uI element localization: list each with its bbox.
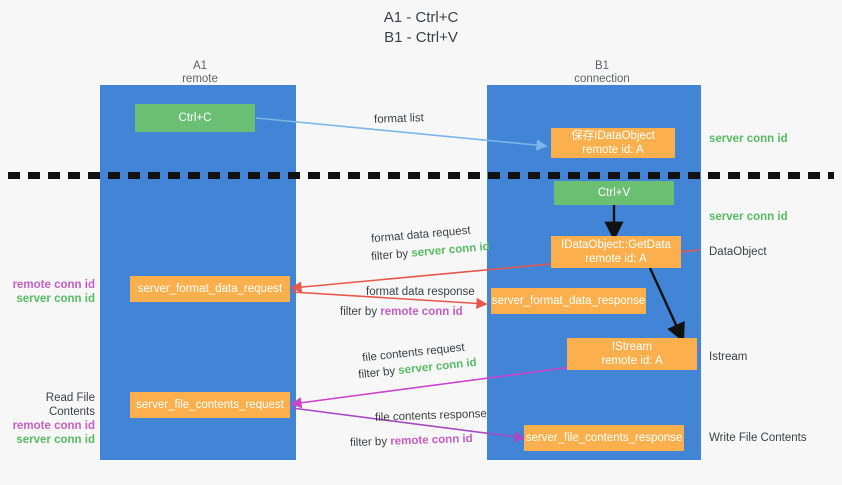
caption-filter-key-remote-1: remote conn id: [380, 306, 463, 318]
caption-file-contents-response: file contents response: [374, 408, 488, 424]
box-ctrl-c[interactable]: Ctrl+C: [135, 104, 255, 132]
box-istream[interactable]: IStream remote id: A: [567, 338, 697, 370]
column-header-b1: B1 connection: [574, 60, 630, 85]
caption-format-list: format list: [373, 112, 425, 126]
page-title: A1 - Ctrl+C B1 - Ctrl+V: [383, 9, 459, 46]
caption-filter-prefix-3: filter by: [357, 365, 399, 382]
label-format-server-conn-id: server conn id: [16, 293, 95, 305]
label-format-remote-conn-id: remote conn id: [12, 279, 95, 291]
box-server-file-contents-response[interactable]: server_file_contents_response: [524, 425, 684, 451]
box-server-file-contents-request[interactable]: server_file_contents_request: [130, 392, 290, 418]
box-server-format-data-request[interactable]: server_format_data_request: [130, 276, 290, 302]
caption-filter-key-server-1: server conn id: [410, 240, 491, 260]
caption-format-data-response-filter: filter by remote conn id: [340, 305, 463, 319]
label-server-conn-id-top: server conn id: [709, 133, 788, 145]
label-server-conn-id-mid: server conn id: [709, 211, 788, 223]
phase-divider: [8, 172, 834, 179]
caption-filter-prefix-1: filter by: [370, 247, 412, 264]
box-server-format-data-response[interactable]: server_format_data_response: [491, 288, 646, 314]
label-istream: Istream: [709, 351, 748, 363]
label-write-file-contents: Write File Contents: [709, 432, 807, 444]
label-file-server-conn-id: server conn id: [16, 434, 95, 446]
label-file-remote-conn-id: remote conn id: [12, 420, 95, 432]
caption-format-data-response: format data response: [366, 286, 475, 298]
box-ctrl-v[interactable]: Ctrl+V: [554, 181, 674, 205]
box-idataobject-getdata[interactable]: IDataObject::GetData remote id: A: [551, 236, 681, 268]
column-header-a1: A1 remote: [182, 60, 218, 85]
label-format-conn-ids: remote conn id server conn id: [0, 278, 95, 306]
label-dataobject: DataObject: [709, 246, 767, 258]
label-read-file-contents: Read File Contents: [45, 392, 95, 418]
caption-filter-key-remote-2: remote conn id: [390, 432, 473, 448]
caption-filter-prefix-2: filter by: [340, 306, 381, 318]
label-file-conn-ids: Read File Contents remote conn id server…: [0, 391, 95, 447]
caption-filter-prefix-4: filter by: [349, 435, 391, 450]
box-save-idataobject[interactable]: 保存IDataObject remote id: A: [551, 128, 675, 158]
caption-file-contents-response-filter: filter by remote conn id: [350, 432, 473, 450]
